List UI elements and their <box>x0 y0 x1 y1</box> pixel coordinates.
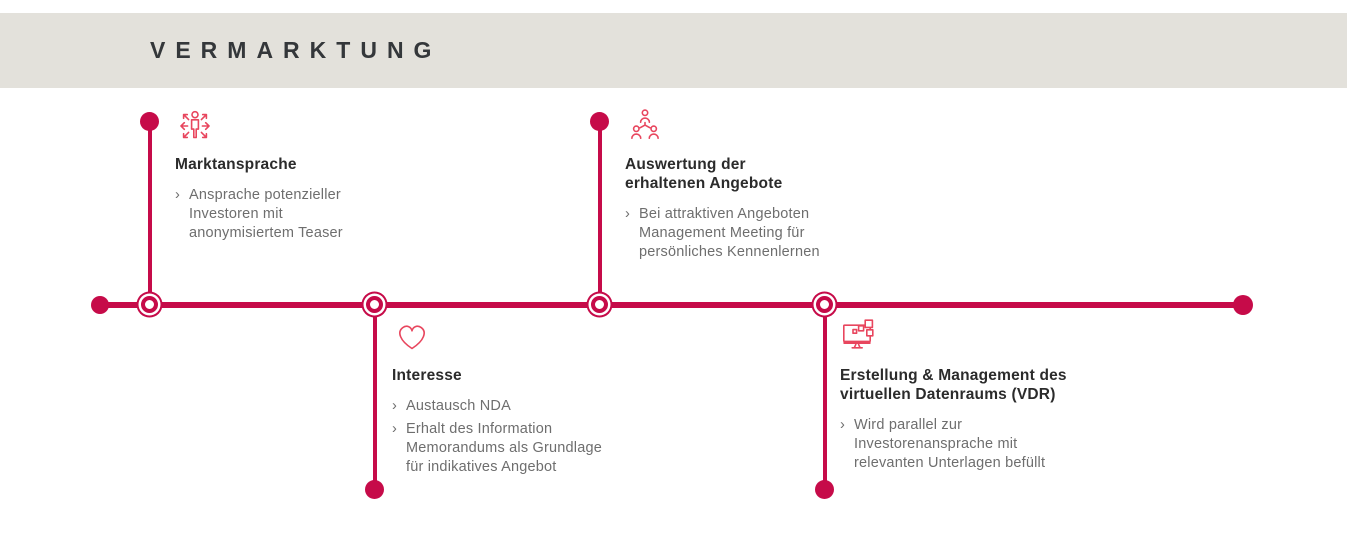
milestone-auswertung: Auswertung der erhaltenen Angebote › Bei… <box>625 106 850 262</box>
bullet-item: › Ansprache potenzieller Investoren mit … <box>175 186 380 243</box>
milestone-connector <box>373 305 377 490</box>
milestone-connector <box>148 121 152 305</box>
milestone-connector <box>598 121 602 305</box>
timeline-endpoint-right <box>1233 295 1253 315</box>
timeline-node <box>591 296 608 313</box>
people-hierarchy-icon <box>625 106 850 146</box>
timeline-line <box>100 302 1243 308</box>
milestone-terminal-dot <box>140 112 159 131</box>
bullet-text: Wird parallel zur Investorenansprache mi… <box>854 417 1046 471</box>
milestone-title: Interesse <box>392 367 462 384</box>
bullet-chevron: › <box>175 187 181 203</box>
milestone-title: Marktansprache <box>175 156 297 173</box>
heart-icon <box>392 317 632 357</box>
bullet-item: › Erhalt des Information Memorandums als… <box>392 420 632 477</box>
bullet-chevron: › <box>840 417 846 433</box>
bullet-text: Ansprache potenzieller Investoren mit an… <box>189 187 343 241</box>
bullet-chevron: › <box>625 206 631 222</box>
timeline-node <box>366 296 383 313</box>
milestone-title: Auswertung der erhaltenen Angebote <box>625 156 783 192</box>
milestone-terminal-dot <box>815 480 834 499</box>
timeline-node <box>141 296 158 313</box>
bullet-item: › Wird parallel zur Investorenansprache … <box>840 416 1090 473</box>
monitor-data-icon <box>840 317 1090 357</box>
timeline-node <box>816 296 833 313</box>
bullet-text: Austausch NDA <box>406 398 511 414</box>
person-arrows-icon <box>175 106 380 146</box>
milestone-terminal-dot <box>590 112 609 131</box>
milestone-terminal-dot <box>365 480 384 499</box>
milestone-interesse: Interesse › Austausch NDA › Erhalt des I… <box>392 317 632 477</box>
section-header: VERMARKTUNG <box>0 13 1347 88</box>
bullet-chevron: › <box>392 421 398 437</box>
bullet-item: › Bei attraktiven Angeboten Management M… <box>625 205 850 262</box>
milestone-datenraum: Erstellung & Management des virtuellen D… <box>840 317 1090 473</box>
milestone-connector <box>823 305 827 490</box>
bullet-text: Bei attraktiven Angeboten Management Mee… <box>639 206 820 260</box>
bullet-chevron: › <box>392 398 398 414</box>
bullet-item: › Austausch NDA <box>392 397 632 416</box>
milestone-title: Erstellung & Management des virtuellen D… <box>840 367 1067 403</box>
milestone-marktansprache: Marktansprache › Ansprache potenzieller … <box>175 106 380 243</box>
section-title: VERMARKTUNG <box>150 37 442 63</box>
timeline-endpoint-left <box>91 296 109 314</box>
bullet-text: Erhalt des Information Memorandums als G… <box>406 421 603 475</box>
